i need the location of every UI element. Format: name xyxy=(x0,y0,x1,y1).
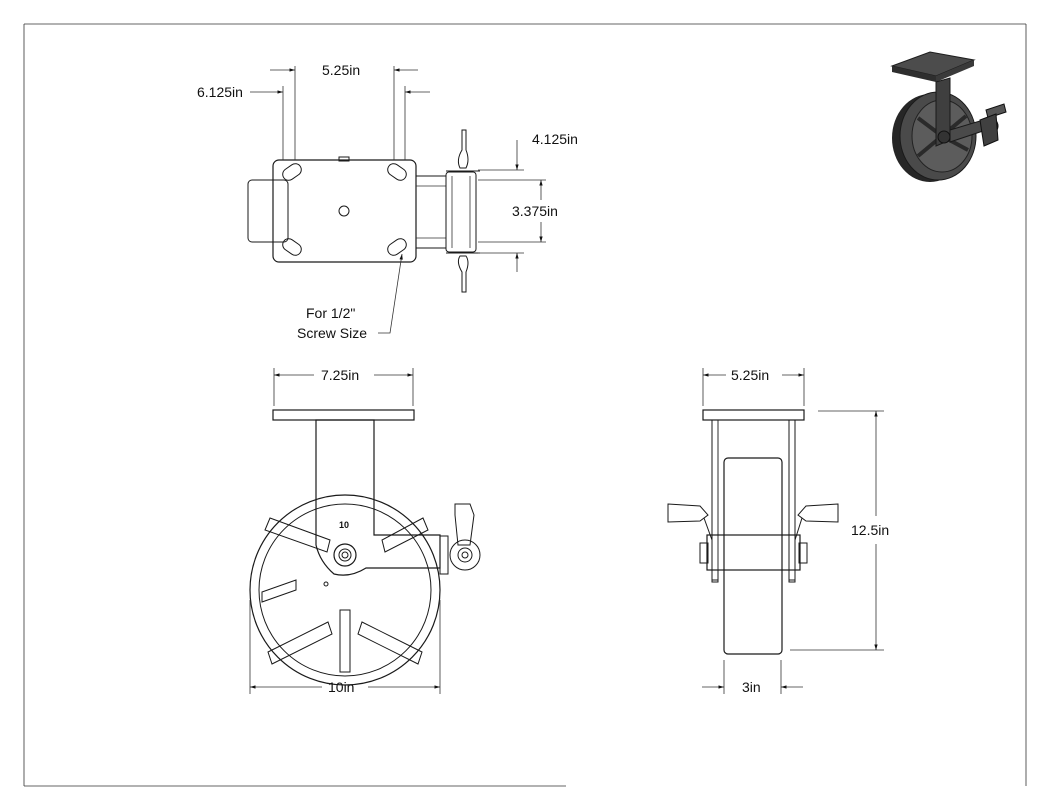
mounting-slots xyxy=(282,163,407,256)
dim-bolt-x-inner: 5.25in xyxy=(322,62,360,78)
sheet-border xyxy=(23,23,1027,787)
screw-note-line2: Screw Size xyxy=(297,325,367,341)
dim-bolt-x-outer: 6.125in xyxy=(197,84,243,100)
dim-side-plate-width: 7.25in xyxy=(321,367,359,383)
dim-overall-height: 12.5in xyxy=(851,522,889,538)
caster-render-icon xyxy=(890,51,1007,182)
wheel-size-mark: 10 xyxy=(339,520,349,530)
front-view-dimensions: 5.25in 12.5in 3in xyxy=(702,367,889,695)
dim-bolt-y-inner: 3.375in xyxy=(512,203,558,219)
front-view xyxy=(667,409,839,655)
dim-wheel-diameter: 10in xyxy=(328,679,354,695)
wheel-spokes xyxy=(261,517,429,673)
top-view xyxy=(247,129,480,293)
dim-bolt-y-outer: 4.125in xyxy=(532,131,578,147)
screw-note-line1: For 1/2" xyxy=(306,305,355,321)
top-view-dimensions: 6.125in 5.25in 4.125in 3.375in For 1/2" … xyxy=(197,62,578,341)
dim-wheel-width: 3in xyxy=(742,679,761,695)
side-view-dimensions: 7.25in 10in xyxy=(249,367,441,695)
side-view: 10 xyxy=(249,409,481,686)
dim-front-plate-width: 5.25in xyxy=(731,367,769,383)
